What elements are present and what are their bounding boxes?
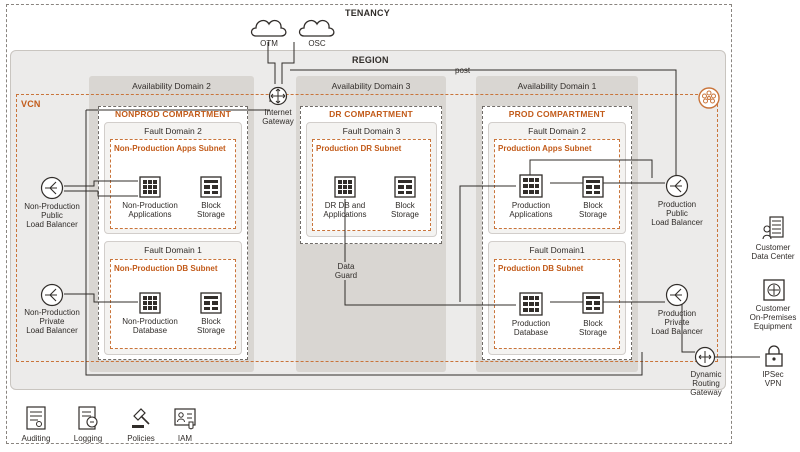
block-storage-icon [582,176,604,198]
subnet-label: Production DB Subnet [498,264,584,273]
internet-gateway-icon [268,86,288,106]
prod-compartment-label: PROD COMPARTMENT [508,109,606,119]
vcn-icon [698,87,720,109]
region-label: REGION [352,55,389,65]
lock-icon [765,345,783,367]
subnet-label: Production Apps Subnet [498,144,592,153]
database-grid-icon [519,292,543,316]
tenancy-boundary [6,4,732,444]
cloud-icon [298,19,335,37]
osc-label: OSC [308,39,326,48]
ad3-label: Availability Domain 3 [331,81,411,91]
tenancy-label: TENANCY [345,8,390,18]
internet-gateway-label: Internet Gateway [262,108,294,126]
iam-icon [174,408,196,430]
fault-domain-label: Fault Domain 1 [144,245,202,255]
logging-icon [78,406,98,430]
dr-compartment-label: DR COMPARTMENT [329,109,413,119]
nonprod-compartment-label: NONPROD COMPARTMENT [114,109,232,119]
service-label: Policies [127,434,155,443]
block-storage-icon [582,292,604,314]
load-balancer-icon [665,283,689,307]
dynamic-routing-gateway-icon [694,346,716,368]
load-balancer-icon [40,283,64,307]
cloud-icon [250,19,287,37]
block-storage-icon [200,292,222,314]
service-label: IAM [177,434,193,443]
auditing-icon [26,406,46,430]
cpe-icon [763,279,785,301]
subnet-label: Production DR Subnet [316,144,402,153]
load-balancer-icon [40,176,64,200]
vcn-label: VCN [21,99,41,109]
load-balancer-icon [665,174,689,198]
otm-label: OTM [260,39,278,48]
service-label: Logging [73,434,103,443]
subnet-label: Non-Production Apps Subnet [114,144,226,153]
data-center-icon [762,216,784,240]
dr-db-grid-icon [334,176,356,198]
ad1-label: Availability Domain 1 [517,81,597,91]
block-storage-icon [200,176,222,198]
applications-grid-icon [139,176,161,198]
policies-gavel-icon [132,408,150,428]
subnet-label: Non-Production DB Subnet [114,264,218,273]
fault-domain-label: Fault Domain 3 [342,126,401,136]
fault-domain-label: Fault Domain1 [529,245,585,255]
block-storage-icon [394,176,416,198]
fault-domain-label: Fault Domain 2 [528,126,586,136]
applications-grid-icon [519,174,543,198]
fault-domain-label: Fault Domain 2 [144,126,202,136]
ad2-label: Availability Domain 2 [132,81,211,91]
database-grid-icon [139,292,161,314]
post-label: post [455,66,471,75]
service-label: Auditing [21,434,51,443]
